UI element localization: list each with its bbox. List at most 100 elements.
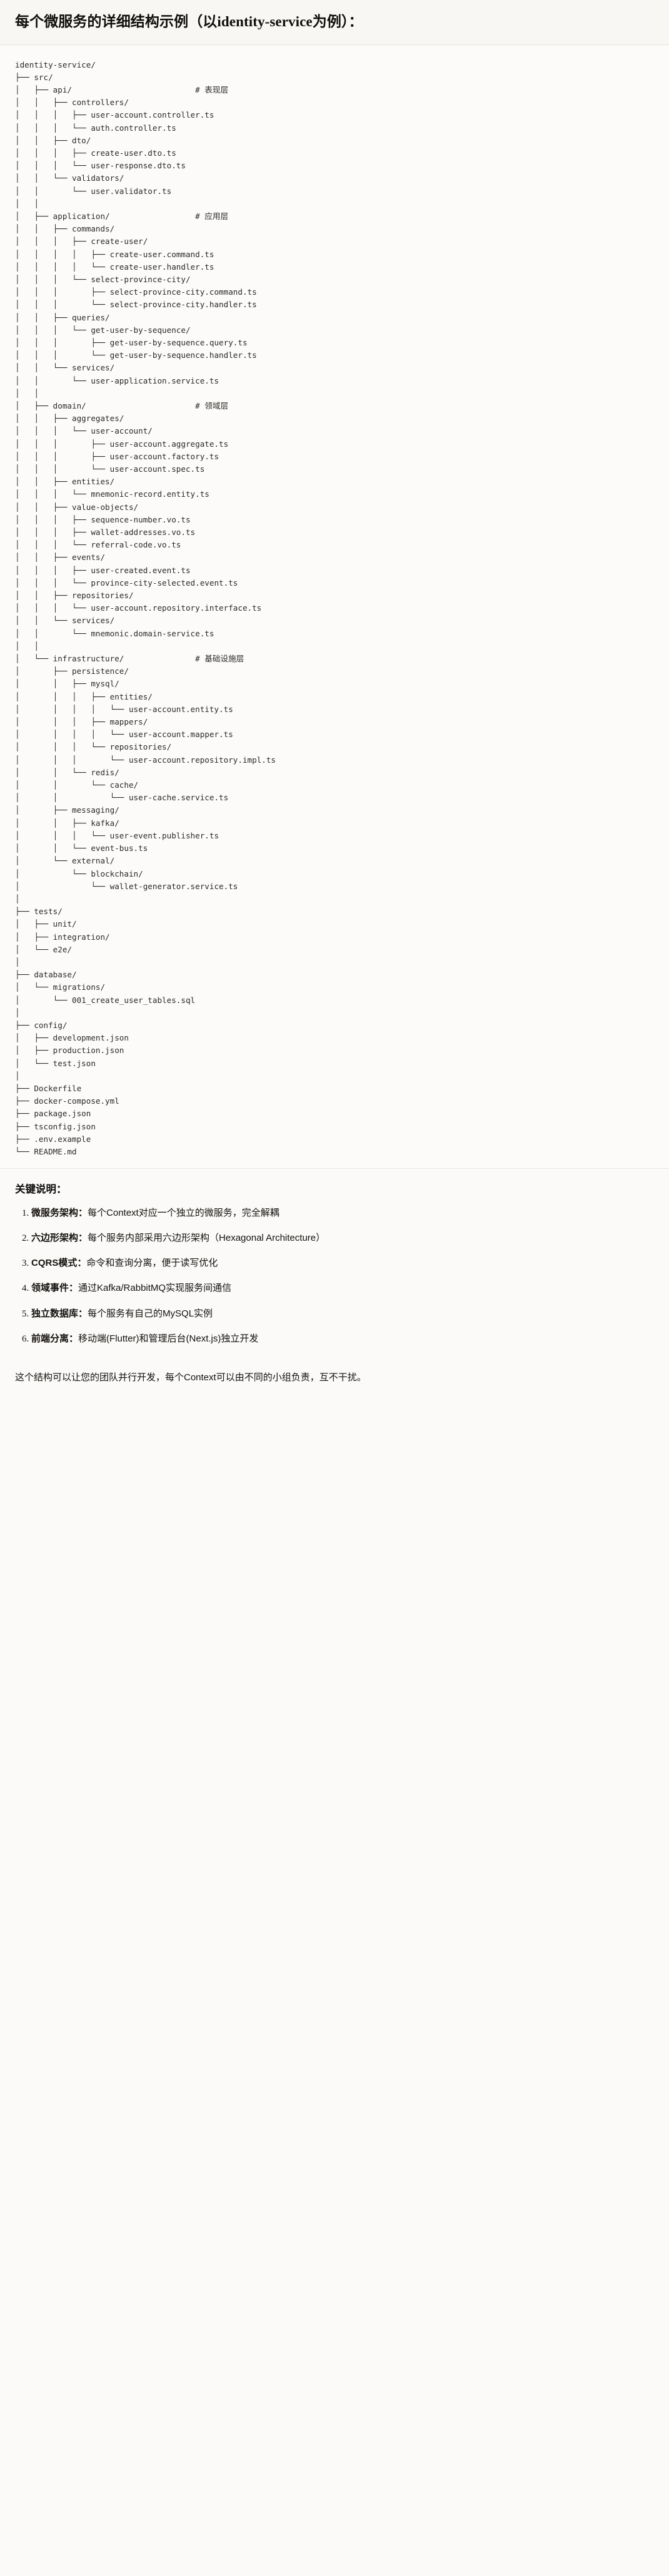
tree-line: │ [15,893,20,904]
tree-line: │ │ │ └── province-city-selected.event.t… [15,578,238,588]
key-note-description: 通过Kafka/RabbitMQ实现服务间通信 [78,1283,232,1294]
key-notes-title: 关键说明： [15,1184,67,1196]
tree-line: │ │ │ └── get-user-by-sequence.handler.t… [15,350,257,360]
key-note-item: 前端分离：移动端(Flutter)和管理后台(Next.js)独立开发 [31,1331,654,1346]
tree-line: │ │ │ ├── user-account.factory.ts [15,451,219,461]
tree-line: │ │ │ │ └── user-account.mapper.ts [15,730,233,740]
tree-line: │ │ [15,198,39,208]
page-title-service-name: identity-service [217,14,313,29]
key-note-term: 前端分离 [31,1333,69,1344]
tree-line: │ ├── unit/ [15,919,77,929]
tree-line: │ └── external/ [15,856,115,866]
tree-line: │ │ │ ├── get-user-by-sequence.query.ts [15,337,248,347]
tree-line: │ │ │ ├── user-account.controller.ts [15,110,214,120]
tree-line-comment: # 基础设施层 [195,654,244,664]
page-title-paren-close: 为例） [312,13,349,29]
tree-line: │ │ ├── controllers/ [15,98,129,108]
directory-tree: identity-service/ ├── src/ │ ├── api/ # … [15,59,654,1159]
tree-line: │ │ [15,641,39,651]
key-note-item: 六边形架构：每个服务内部采用六边形架构（Hexagonal Architectu… [31,1231,654,1245]
tree-line: │ ├── domain/ # 领域层 [15,400,229,410]
tree-line: │ │ │ │ └── create-user.handler.ts [15,262,214,272]
tree-line: │ │ ├── events/ [15,552,106,563]
tree-line: ├── tsconfig.json [15,1121,96,1131]
tree-line: │ │ │ ├── user-created.event.ts [15,565,191,575]
tree-line: │ │ └── validators/ [15,173,124,183]
tree-line: │ ├── api/ # 表现层 [15,84,229,94]
tree-line: │ └── migrations/ [15,982,106,992]
tree-line: │ │ │ └── get-user-by-sequence/ [15,325,191,335]
tree-line: │ │ │ ├── create-user/ [15,237,148,247]
tree-line: │ │ │ └── mnemonic-record.entity.ts [15,489,209,499]
tree-line: │ │ ├── aggregates/ [15,414,124,424]
tree-line: │ │ │ ├── user-account.aggregate.ts [15,439,229,449]
tree-line: │ │ └── mnemonic.domain-service.ts [15,628,214,638]
tree-line: identity-service/ [15,59,96,69]
key-note-term: CQRS模式 [31,1258,78,1269]
tree-line: │ [15,1007,20,1017]
tree-line: │ │ ├── kafka/ [15,818,119,828]
tree-line: ├── docker-compose.yml [15,1096,119,1106]
tree-line: │ │ └── event-bus.ts [15,843,148,853]
tree-line: ├── .env.example [15,1134,91,1144]
tree-line: ├── Dockerfile [15,1083,82,1093]
tree-line: │ │ └── redis/ [15,767,119,777]
tree-line: │ │ └── user-cache.service.ts [15,793,229,803]
tree-line: │ │ [15,388,39,398]
key-note-description: 每个服务有自己的MySQL实例 [88,1308,213,1319]
tree-line: ├── tests/ [15,907,63,917]
tree-line: │ └── test.json [15,1058,96,1068]
tree-line: └── README.md [15,1146,77,1156]
tree-line: ├── config/ [15,1020,68,1030]
tree-line: │ │ │ └── user-account.repository.interf… [15,603,262,613]
key-note-term: 领域事件 [31,1283,69,1294]
tree-line: │ │ │ └── referral-code.vo.ts [15,540,181,550]
tree-line: │ │ │ └── auth.controller.ts [15,123,176,133]
tree-line: │ │ ├── mysql/ [15,679,119,689]
closing-paragraph: 这个结构可以让您的团队并行开发，每个Context可以由不同的小组负责，互不干扰… [0,1370,669,1400]
tree-line: │ │ │ ├── mappers/ [15,717,148,727]
document-page: 每个微服务的详细结构示例（以identity-service为例）： ident… [0,0,669,1399]
tree-line: │ └── infrastructure/ # 基础设施层 [15,654,244,664]
tree-line: │ │ │ └── user-response.dto.ts [15,161,186,171]
tree-line-comment: # 应用层 [195,211,229,221]
tree-line: │ ├── messaging/ [15,805,119,815]
tree-line: │ │ │ ├── select-province-city.command.t… [15,287,257,297]
page-title: 每个微服务的详细结构示例（以identity-service为例）： [0,0,669,45]
tree-line: │ [15,1071,20,1081]
tree-line: │ ├── persistence/ [15,666,129,676]
key-note-description: 命令和查询分离，便于读写优化 [86,1258,218,1269]
tree-line: │ │ │ └── user-account.spec.ts [15,464,205,474]
tree-line: │ │ └── services/ [15,616,115,626]
tree-line: │ │ │ ├── entities/ [15,691,153,701]
key-note-item: CQRS模式：命令和查询分离，便于读写优化 [31,1256,654,1270]
tree-line: │ │ │ └── select-province-city.handler.t… [15,300,257,310]
tree-line: │ │ │ ├── create-user.dto.ts [15,148,176,158]
tree-line: │ │ ├── value-objects/ [15,502,139,512]
tree-line: │ │ │ └── repositories/ [15,742,172,752]
tree-line: │ │ │ └── select-province-city/ [15,274,191,284]
tree-line: │ │ │ ├── wallet-addresses.vo.ts [15,527,196,537]
key-note-term: 六边形架构 [31,1232,79,1243]
page-title-colon: ： [348,13,363,29]
tree-line: │ │ │ │ ├── create-user.command.ts [15,249,214,259]
tree-line: │ └── blockchain/ [15,868,143,878]
tree-line: ├── package.json [15,1109,91,1119]
tree-line: │ │ ├── queries/ [15,312,110,322]
tree-line: │ ├── production.json [15,1046,124,1056]
key-note-description: 每个Context对应一个独立的微服务，完全解耦 [88,1207,279,1218]
tree-line: │ └── 001_create_user_tables.sql [15,995,196,1005]
tree-line: │ │ │ └── user-account.repository.impl.t… [15,755,276,765]
tree-line: │ │ ├── repositories/ [15,591,134,601]
tree-line: │ │ ├── entities/ [15,477,115,487]
tree-line: │ ├── development.json [15,1033,129,1043]
tree-line: │ └── wallet-generator.service.ts [15,881,238,891]
key-note-separator: ： [69,1283,79,1294]
tree-line-comment: # 表现层 [195,84,229,94]
key-note-separator: ： [78,1308,88,1319]
tree-line: │ └── e2e/ [15,944,72,954]
tree-line: │ │ │ └── user-event.publisher.ts [15,830,219,840]
key-note-term: 微服务架构 [31,1207,79,1218]
tree-line: │ [15,957,20,967]
key-note-separator: ： [78,1232,88,1243]
